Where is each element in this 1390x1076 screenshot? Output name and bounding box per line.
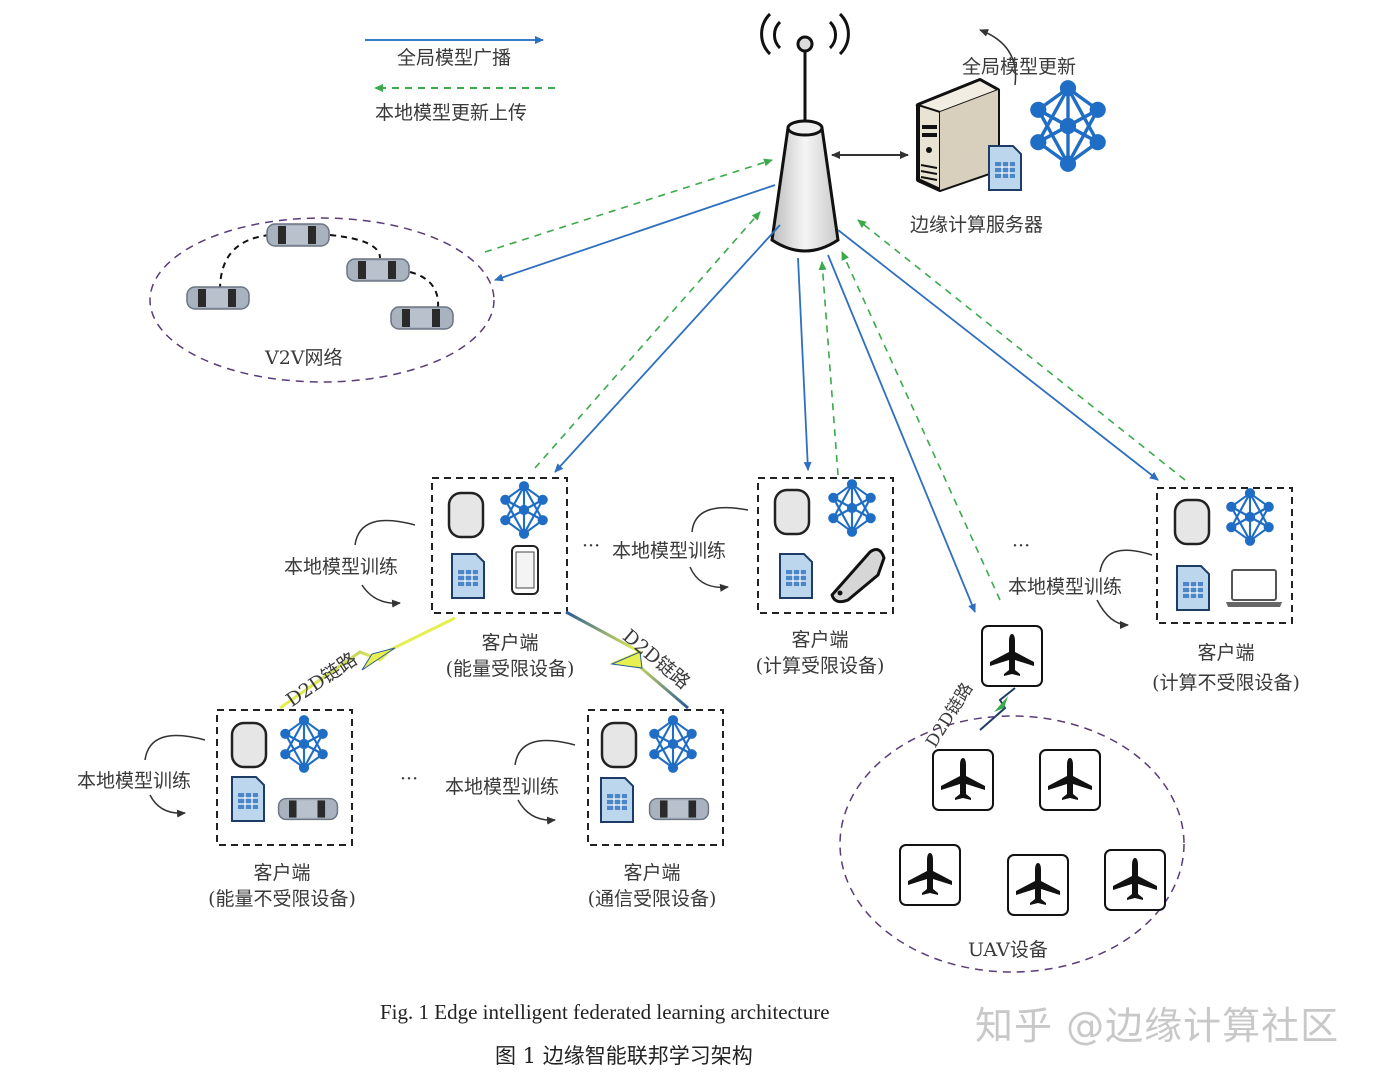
local-training-label: 本地模型训练 bbox=[612, 540, 727, 562]
mobile-phone-icon bbox=[830, 548, 886, 604]
local-training-label: 本地模型训练 bbox=[1008, 576, 1123, 598]
laptop-icon bbox=[1226, 569, 1282, 607]
data-table-icon bbox=[988, 145, 1022, 191]
legend bbox=[365, 36, 555, 92]
global-update-label: 全局模型更新 bbox=[962, 56, 1077, 78]
global-update-arrow bbox=[979, 29, 1017, 86]
v2v-label: V2V网络 bbox=[265, 347, 343, 369]
ellipsis: ··· bbox=[1012, 535, 1031, 557]
neural-network-icon bbox=[1028, 78, 1108, 174]
client-title: 客户端 bbox=[791, 629, 849, 651]
ellipsis: ··· bbox=[582, 535, 601, 557]
car-icon bbox=[266, 223, 330, 247]
neural-network-icon bbox=[827, 478, 877, 538]
data-table-icon bbox=[231, 776, 265, 822]
uav-plane-icon bbox=[981, 625, 1043, 687]
uav-plane-icon bbox=[932, 749, 994, 811]
client-energy-unlimited bbox=[216, 709, 353, 846]
database-icon bbox=[1173, 498, 1211, 546]
client-subtitle: (计算不受限设备) bbox=[1152, 672, 1300, 694]
antenna-tower-icon bbox=[760, 12, 850, 253]
car-icon bbox=[346, 258, 410, 282]
car-icon bbox=[648, 797, 710, 821]
local-training-label: 本地模型训练 bbox=[77, 770, 192, 792]
upload-links bbox=[484, 158, 1186, 601]
database-icon bbox=[600, 721, 638, 769]
v2v-network-ellipse bbox=[149, 217, 495, 383]
car-icon bbox=[186, 286, 250, 310]
neural-network-icon bbox=[499, 480, 549, 540]
client-energy-limited bbox=[431, 477, 568, 614]
client-title: 客户端 bbox=[481, 632, 539, 654]
client-title: 客户端 bbox=[253, 862, 311, 884]
car-icon bbox=[277, 797, 339, 821]
client-title: 客户端 bbox=[623, 862, 681, 884]
car-icon bbox=[390, 306, 454, 330]
smartphone-icon bbox=[511, 545, 539, 595]
database-icon bbox=[230, 721, 268, 769]
figure-caption-en: Fig. 1 Edge intelligent federated learni… bbox=[380, 1000, 830, 1024]
client-subtitle: (计算受限设备) bbox=[755, 655, 885, 677]
neural-network-icon bbox=[279, 714, 329, 774]
neural-network-icon bbox=[1225, 487, 1275, 547]
legend-upload-label: 本地模型更新上传 bbox=[375, 102, 528, 124]
uav-plane-icon bbox=[1104, 849, 1166, 911]
legend-broadcast-label: 全局模型广播 bbox=[397, 47, 512, 69]
client-subtitle: (能量不受限设备) bbox=[208, 888, 356, 910]
uav-plane-icon bbox=[1007, 854, 1069, 916]
database-icon bbox=[773, 488, 811, 536]
server-icon bbox=[915, 78, 1001, 192]
uav-group-ellipse bbox=[839, 715, 1185, 973]
client-comm-limited bbox=[587, 709, 724, 846]
v2v-links bbox=[219, 234, 440, 309]
database-icon bbox=[447, 491, 485, 539]
client-title: 客户端 bbox=[1197, 642, 1255, 664]
neural-network-icon bbox=[648, 714, 698, 774]
d2d-link-right bbox=[565, 610, 689, 710]
local-training-label: 本地模型训练 bbox=[445, 776, 560, 798]
d2d-link-uav bbox=[979, 687, 1016, 731]
uav-plane-icon bbox=[899, 844, 961, 906]
broadcast-links bbox=[494, 184, 1159, 613]
client-compute-unlimited bbox=[1156, 487, 1293, 624]
d2d-link-left bbox=[279, 616, 456, 710]
ellipsis: ··· bbox=[400, 768, 419, 790]
data-table-icon bbox=[779, 553, 813, 599]
client-subtitle: (能量受限设备) bbox=[445, 658, 575, 680]
data-table-icon bbox=[451, 553, 485, 599]
local-training-arrows bbox=[144, 506, 1153, 825]
uav-label: UAV设备 bbox=[968, 939, 1048, 961]
data-table-icon bbox=[1176, 565, 1210, 611]
client-compute-limited bbox=[757, 477, 894, 614]
watermark: 知乎 @边缘计算社区 bbox=[975, 1004, 1340, 1048]
server-label: 边缘计算服务器 bbox=[910, 214, 1044, 236]
data-table-icon bbox=[600, 777, 634, 823]
uav-plane-icon bbox=[1039, 749, 1101, 811]
local-training-label: 本地模型训练 bbox=[284, 556, 399, 578]
figure-caption-zh: 图 1 边缘智能联邦学习架构 bbox=[495, 1044, 753, 1068]
client-subtitle: (通信受限设备) bbox=[587, 888, 717, 910]
